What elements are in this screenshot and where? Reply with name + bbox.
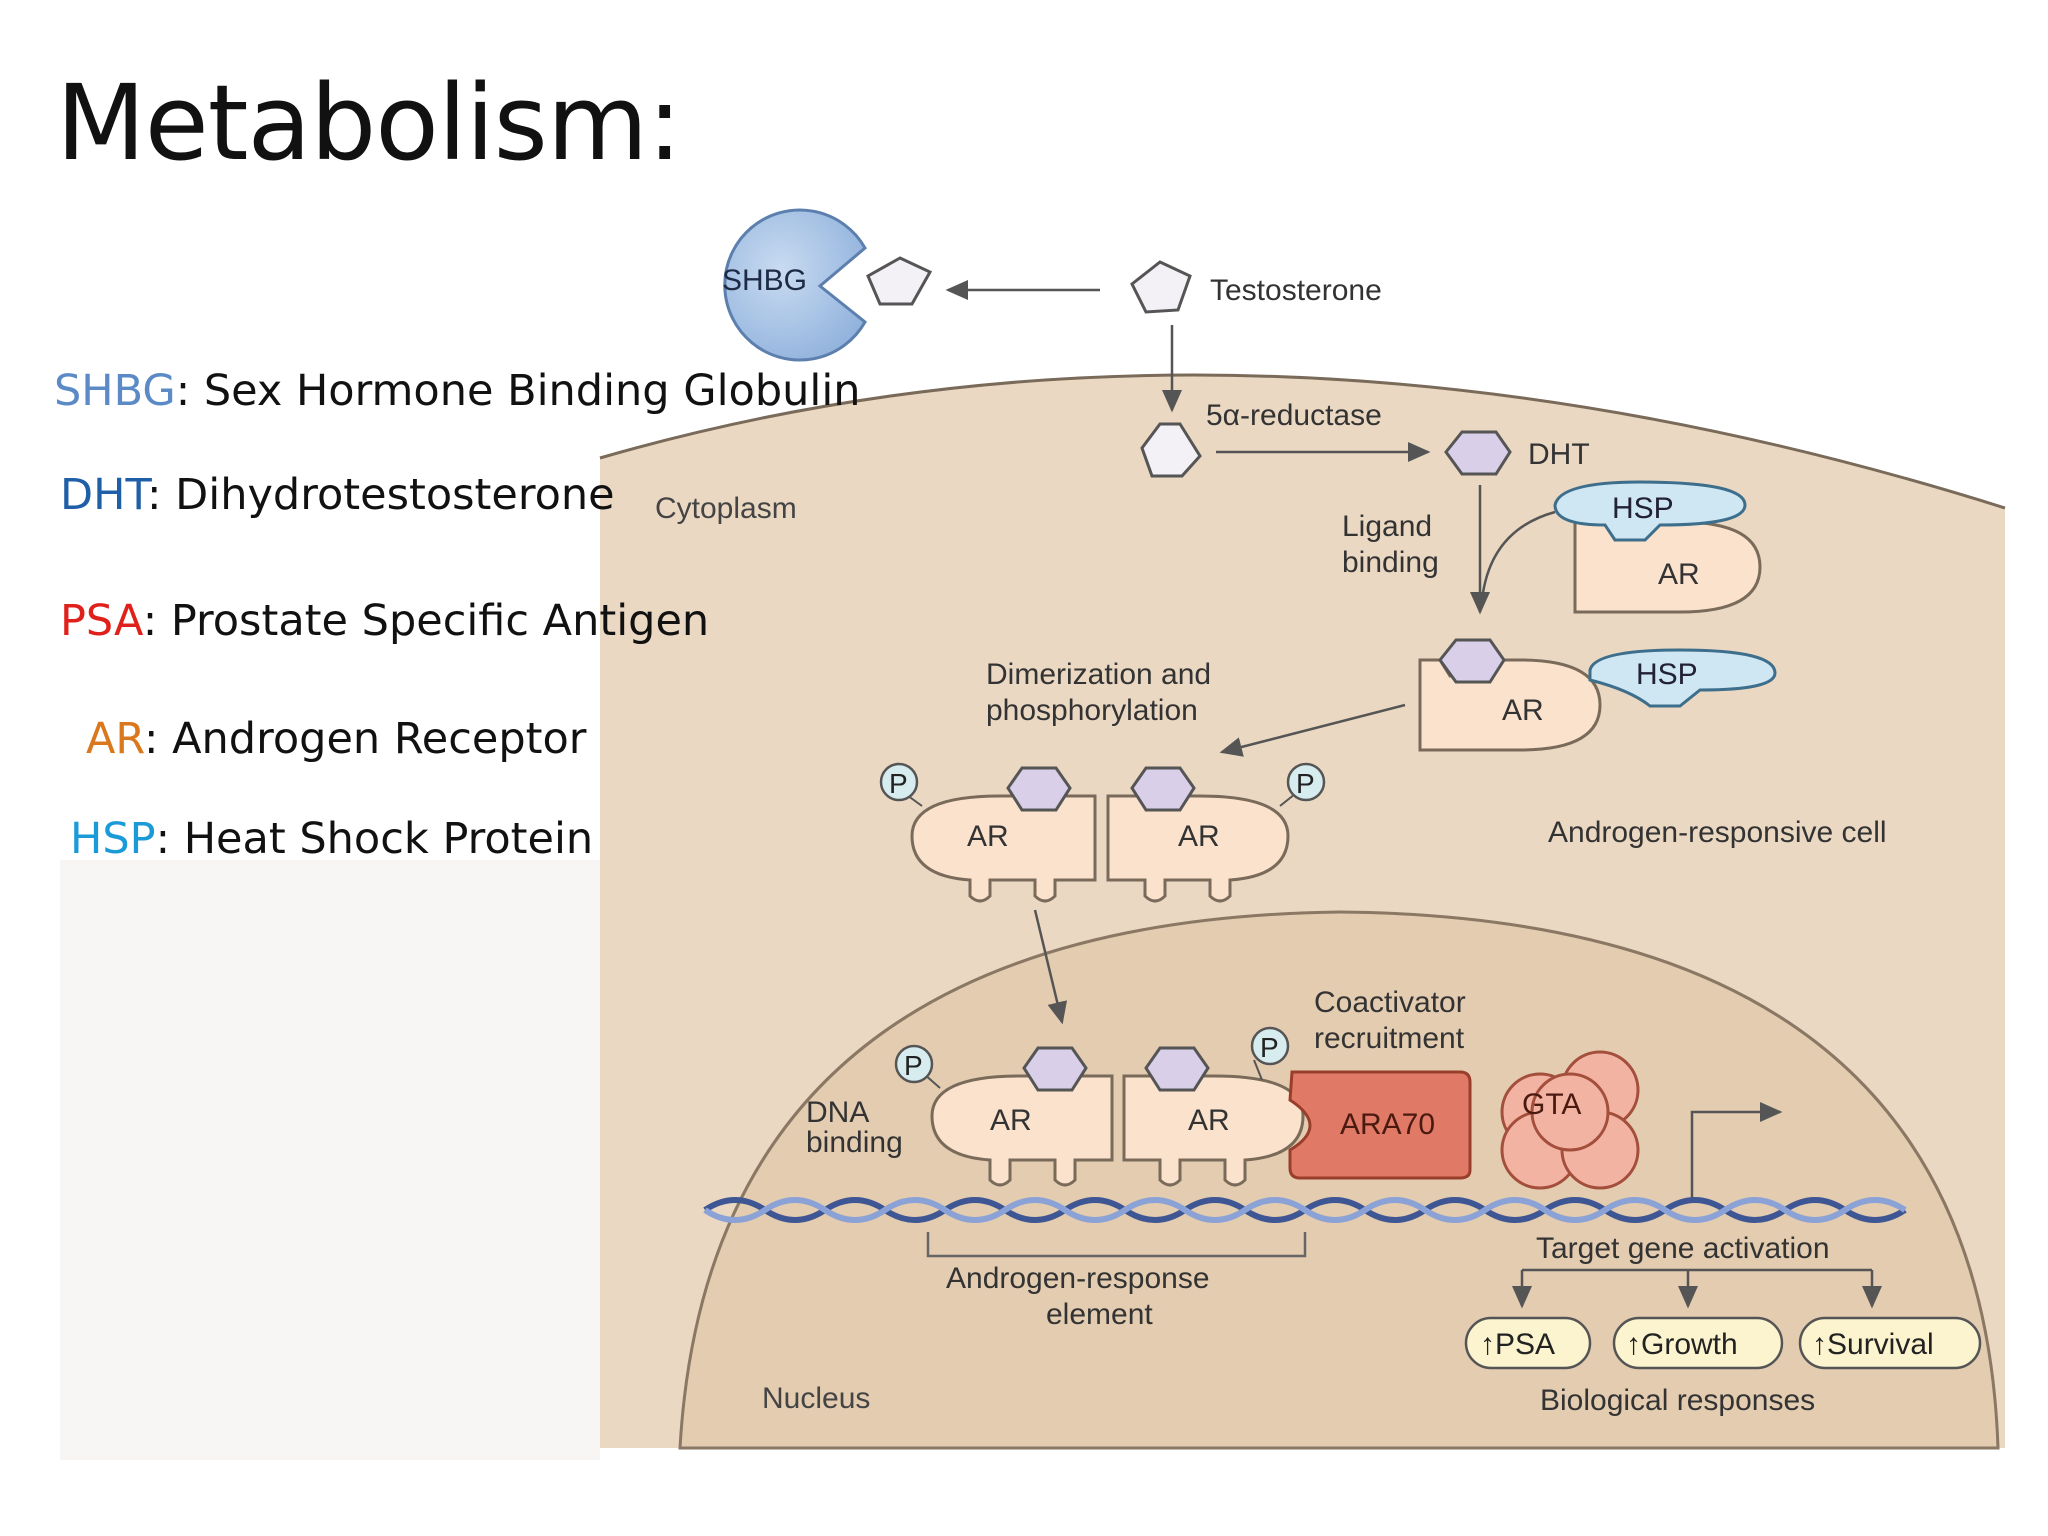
- growth-response: [1612, 1316, 1784, 1370]
- hsp-label: HSP: [1636, 658, 1698, 691]
- reductase-label: 5α-reductase: [1206, 399, 1382, 432]
- legend-text: Dihydrotestosterone: [175, 470, 615, 520]
- shbg-icon: SHBG: [722, 208, 867, 362]
- fade-area: [60, 860, 600, 1460]
- element-label: element: [1046, 1298, 1153, 1331]
- ara70-label: ARA70: [1340, 1108, 1435, 1141]
- legend-text: Heat Shock Protein: [183, 814, 594, 864]
- phosphorylation-label: phosphorylation: [986, 694, 1198, 727]
- dht-bound-icon: [1144, 1046, 1210, 1092]
- testosterone-icon: [1130, 260, 1192, 314]
- legend-abbr: PSA: [60, 596, 143, 646]
- arrow-hsp-release: [1480, 510, 1556, 601]
- phosphate-icon: [1286, 762, 1326, 802]
- are-label: Androgen-response: [946, 1262, 1210, 1295]
- ara70-coactivator: ARA70: [1288, 1070, 1472, 1180]
- dimerization-label: Dimerization and: [986, 658, 1211, 691]
- gta-label: GTA: [1522, 1088, 1581, 1121]
- legend-psa: PSA: Prostate Specific Antigen: [60, 596, 709, 646]
- dht-icon: [1444, 430, 1512, 476]
- recruitment-label: recruitment: [1314, 1022, 1465, 1055]
- dht-bound-icon: [1130, 766, 1196, 812]
- psa-label: ↑PSA: [1480, 1328, 1555, 1361]
- dht-bound-icon: [1438, 638, 1506, 684]
- phosphate-icon: [894, 1044, 934, 1084]
- ar-dimer-nucleus: AR AR P P: [894, 1026, 1305, 1187]
- phospho-link: [1253, 1059, 1263, 1081]
- dht-bound-icon: [1022, 1046, 1088, 1092]
- hsp-label: HSP: [1612, 492, 1674, 525]
- target-label: Target gene activation: [1536, 1232, 1830, 1265]
- legend-text: Sex Hormone Binding Globulin: [203, 366, 861, 416]
- psa-response: [1464, 1316, 1592, 1370]
- phosphate-label: P: [904, 1050, 923, 1081]
- legend-dht: DHT: Dihydrotestosterone: [60, 470, 615, 520]
- phosphate-label: P: [1296, 768, 1315, 799]
- survival-response: [1798, 1316, 1982, 1370]
- phosphate-icon: [879, 762, 919, 802]
- binding-label: binding: [1342, 546, 1439, 579]
- legend-sep: :: [155, 814, 184, 864]
- transcription-arrow: [1690, 1102, 1783, 1200]
- ar-label: AR: [990, 1104, 1032, 1137]
- legend-sep: :: [142, 596, 171, 646]
- bio-label: Biological responses: [1540, 1384, 1815, 1417]
- legend-text: Prostate Specific Antigen: [170, 596, 710, 646]
- ligand-label: Ligand: [1342, 510, 1432, 543]
- testosterone-label: Testosterone: [1210, 274, 1382, 307]
- legend-hsp: HSP: Heat Shock Protein: [70, 814, 593, 864]
- testosterone-in-cell-icon: [1140, 422, 1202, 478]
- nucleus-label: Nucleus: [762, 1382, 870, 1415]
- binding-label: binding: [806, 1126, 903, 1159]
- legend-abbr: SHBG: [54, 366, 176, 416]
- cell-label: Androgen-responsive cell: [1548, 816, 1887, 849]
- ar-label: AR: [1188, 1104, 1230, 1137]
- arrow-to-dimer: [1219, 703, 1406, 757]
- phosphate-label: P: [889, 768, 908, 799]
- legend-ar: AR: Androgen Receptor: [86, 714, 586, 764]
- survival-label: ↑Survival: [1812, 1328, 1934, 1361]
- ar-dimer-cytoplasm: AR AR P P: [879, 762, 1326, 903]
- slide-title: Metabolism:: [56, 62, 682, 184]
- legend-abbr: AR: [86, 714, 144, 764]
- legend-text: Androgen Receptor: [172, 714, 587, 764]
- ar-label: AR: [1178, 820, 1220, 853]
- phosphate-label: P: [1260, 1032, 1279, 1063]
- dna-helix: [703, 1197, 1907, 1223]
- dht-bound-icon: [1006, 766, 1072, 812]
- nucleus: [678, 910, 2000, 1450]
- testosterone-bound-icon: [866, 256, 933, 306]
- ar-label: AR: [1502, 694, 1544, 727]
- shbg-label: SHBG: [722, 264, 807, 297]
- legend-shbg: SHBG: Sex Hormone Binding Globulin: [54, 366, 861, 416]
- legend-sep: :: [175, 366, 204, 416]
- ar-hsp-complex: AR HSP: [1553, 480, 1762, 614]
- legend-sep: :: [147, 470, 176, 520]
- gta-complex: GTA: [1500, 1050, 1640, 1190]
- growth-label: ↑Growth: [1626, 1328, 1738, 1361]
- are-bracket: [926, 1232, 1307, 1258]
- cell-membrane: [599, 373, 2006, 510]
- released-hsp: HSP: [1588, 648, 1777, 708]
- dna-label: DNA: [806, 1096, 869, 1129]
- arrow-into-nucleus: [1033, 909, 1068, 1025]
- phosphate-icon: [1250, 1026, 1290, 1066]
- ar-dht-complex: AR: [1418, 638, 1602, 752]
- legend-sep: :: [143, 714, 173, 764]
- legend-abbr: HSP: [70, 814, 156, 864]
- coactivator-label: Coactivator: [1314, 986, 1466, 1019]
- cytoplasm-label: Cytoplasm: [655, 492, 797, 525]
- legend-abbr: DHT: [60, 470, 147, 520]
- ar-label: AR: [1658, 558, 1700, 591]
- dht-label: DHT: [1528, 438, 1590, 471]
- ar-label: AR: [967, 820, 1009, 853]
